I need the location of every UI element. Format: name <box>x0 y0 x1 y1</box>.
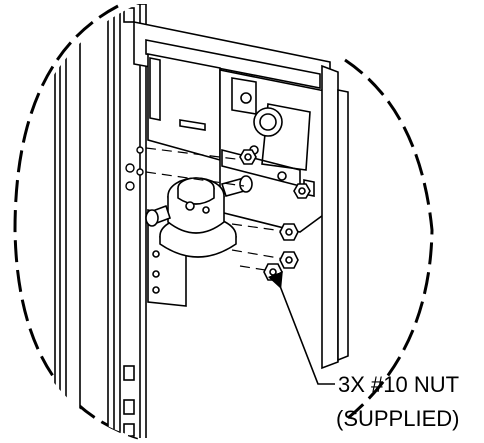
nut <box>263 263 283 281</box>
nut <box>279 223 299 241</box>
filter-head-assembly <box>145 175 253 258</box>
callout-label-quantity: 3X #10 NUT <box>338 372 459 397</box>
callout-leader <box>267 271 335 385</box>
vertical-rail <box>107 4 147 438</box>
top-mounting-box <box>133 21 331 162</box>
nut <box>239 149 257 165</box>
detail-circle-outline <box>13 4 434 440</box>
nut <box>279 251 299 269</box>
bracket-plate <box>219 69 331 233</box>
nut <box>293 183 311 199</box>
right-side-panel <box>321 64 349 370</box>
left-outer-panel <box>54 18 81 432</box>
callout-label-supplied: (SUPPLIED) <box>336 406 459 431</box>
mounting-studs <box>125 146 144 191</box>
